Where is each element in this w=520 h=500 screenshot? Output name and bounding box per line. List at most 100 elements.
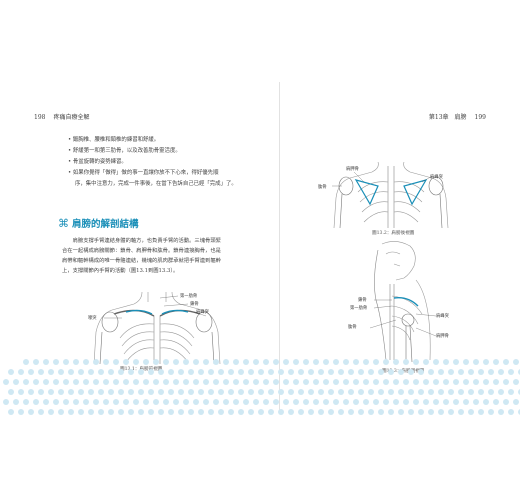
decor-dot [123, 379, 129, 385]
decor-dot [38, 389, 44, 395]
label-acromion-right: 肩峰突 [196, 310, 209, 315]
figure-front-view: 第一肋骨 鎖骨 喙突 肩峰突 [82, 292, 232, 364]
decor-dot [188, 369, 194, 375]
decor-dot [428, 369, 434, 375]
decor-dot [203, 379, 209, 385]
decor-dot [3, 399, 9, 405]
decor-dot [163, 359, 169, 365]
decor-dot [108, 409, 114, 415]
decor-dot [143, 359, 149, 365]
decor-dot [133, 399, 139, 405]
decor-dot [308, 409, 314, 415]
decor-dot [318, 389, 324, 395]
decor-dot [488, 369, 494, 375]
decor-dot [293, 399, 299, 405]
decor-dot [378, 369, 384, 375]
decor-dot [383, 379, 389, 385]
decor-dot [488, 409, 494, 415]
decor-dot [478, 409, 484, 415]
decor-dot [178, 389, 184, 395]
decor-dot [63, 399, 69, 405]
decor-dot [463, 379, 469, 385]
decor-dot [268, 409, 274, 415]
bullet-item: 序，集中注意力，完成一件事後，在當下告訴自己已經「完成」了。 [75, 181, 237, 187]
decor-dot [213, 359, 219, 365]
decor-dot [503, 359, 509, 365]
right-page-number: 199 [474, 114, 486, 121]
decor-dot [458, 409, 464, 415]
decor-dot [453, 399, 459, 405]
decor-dot [343, 359, 349, 365]
decor-dot [293, 379, 299, 385]
decor-dot [38, 369, 44, 375]
decor-dot [478, 389, 484, 395]
decor-dot [498, 369, 504, 375]
decor-dot [133, 379, 139, 385]
decor-dot [473, 379, 479, 385]
decor-dot [353, 399, 359, 405]
decor-dot [113, 359, 119, 365]
section-title: 肩膀的解剖結構 [72, 219, 139, 230]
decor-dot [73, 379, 79, 385]
decor-dot [268, 389, 274, 395]
decor-dot [238, 389, 244, 395]
label-acromion-side: 肩峰突 [436, 314, 449, 319]
decor-dot [283, 399, 289, 405]
decor-dot [143, 379, 149, 385]
decor-dot [233, 399, 239, 405]
decor-dot [123, 359, 129, 365]
decor-dot [433, 359, 439, 365]
decor-dot [138, 369, 144, 375]
decor-dot [193, 379, 199, 385]
decor-dot [378, 409, 384, 415]
decor-dot [258, 369, 264, 375]
paragraph-line: 肩膀支撐手臂連結身體的軸方，也負責手臂的活動。三塊骨頭緊 [62, 238, 221, 244]
decor-dot [498, 389, 504, 395]
decor-dot [343, 379, 349, 385]
decor-dot [298, 389, 304, 395]
decor-dot [393, 379, 399, 385]
decor-dot [233, 359, 239, 365]
decor-dot [448, 409, 454, 415]
decor-dot [273, 359, 279, 365]
decor-dot [423, 399, 429, 405]
decor-dot [448, 389, 454, 395]
decor-dot [333, 359, 339, 365]
decor-dot [148, 389, 154, 395]
decor-dot [148, 369, 154, 375]
decor-dot [228, 389, 234, 395]
decor-dot [68, 409, 74, 415]
decor-dot [423, 379, 429, 385]
decor-dot [223, 399, 229, 405]
decor-dot [53, 399, 59, 405]
decor-dot [218, 389, 224, 395]
bullet-item: 骨盆旋轉的姿勢練習。 [68, 157, 273, 168]
decor-dot [113, 399, 119, 405]
decor-dot [158, 389, 164, 395]
decor-dot [468, 409, 474, 415]
label-humerus-side: 肱骨 [348, 325, 357, 330]
decor-dot [93, 359, 99, 365]
decor-dot [363, 359, 369, 365]
decor-dot [128, 389, 134, 395]
page-spine [279, 82, 280, 412]
decor-dot [358, 369, 364, 375]
decor-dot [468, 389, 474, 395]
decor-dot [248, 409, 254, 415]
paragraph-line: 合在一起構成肩膀關節：鎖骨、肩胛骨和肱骨。鎖骨連接胸骨，也是 [62, 248, 221, 254]
decor-dot [53, 379, 59, 385]
decor-dot [313, 379, 319, 385]
decor-dot [353, 359, 359, 365]
decor-dot [408, 389, 414, 395]
decor-dot [438, 389, 444, 395]
decor-dot [318, 409, 324, 415]
decor-dot [383, 359, 389, 365]
decor-dot [288, 409, 294, 415]
decor-dot [23, 359, 29, 365]
decor-dot [238, 409, 244, 415]
decor-dot [513, 359, 519, 365]
figure-side-view: 鎖骨 第一肋骨 肩峰突 肱骨 肩胛骨 [348, 240, 449, 362]
decor-dot [88, 369, 94, 375]
paragraph-line: 上，支撐關節內手臂的活動（圖13.1到圖13.3）。 [62, 268, 179, 274]
decor-dot [443, 379, 449, 385]
